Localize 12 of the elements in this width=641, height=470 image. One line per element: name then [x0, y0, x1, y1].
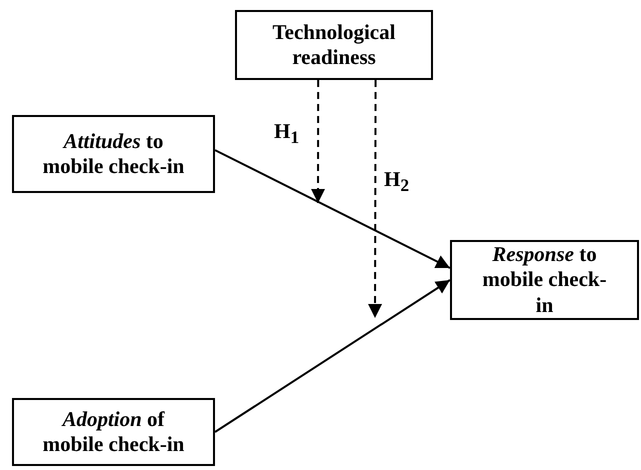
construct-label: Technological readiness [272, 20, 396, 70]
arrow [214, 279, 451, 433]
dashed-arrow [368, 80, 382, 318]
construct-label: Response to mobile check-in [481, 242, 608, 318]
construct-box [12, 398, 215, 466]
construct-box [235, 10, 433, 80]
construct-box [12, 115, 215, 193]
construct-label: Adoption of mobile check-in [42, 406, 186, 458]
construct-label: Attitudes to mobile check-in [42, 128, 186, 180]
dashed-arrow [311, 80, 326, 203]
construct-box [450, 240, 639, 320]
arrow [214, 149, 450, 269]
